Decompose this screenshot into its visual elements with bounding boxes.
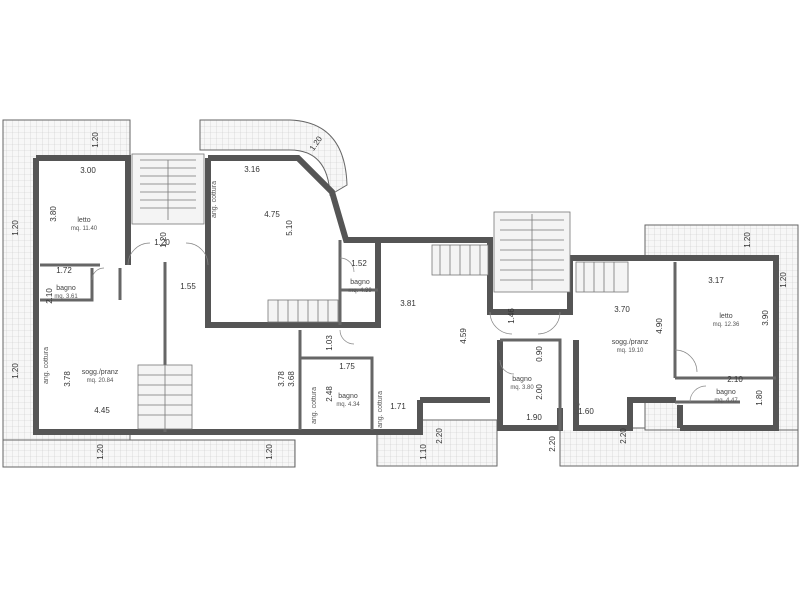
room-area-bagno-right: mq. 4.47 bbox=[714, 398, 738, 404]
dim-label: 1.52 bbox=[351, 259, 367, 268]
dim-label: 3.80 bbox=[49, 206, 58, 222]
dim-label: 1.90 bbox=[526, 413, 542, 422]
dim-label: 4.45 bbox=[94, 406, 110, 415]
dimension-labels-vertical: 1.20 3.80 1.20 2.10 1.20 5.10 1.03 2.48 … bbox=[11, 132, 788, 460]
room-name-bagno-left: bagno bbox=[56, 285, 76, 292]
dim-label: 1.20 bbox=[96, 444, 105, 460]
dim-label: 1.80 bbox=[755, 390, 764, 406]
room-labels: letto mq. 11.40 bagno mq. 3.61 sogg./pra… bbox=[54, 217, 740, 408]
dim-label: 3.90 bbox=[761, 310, 770, 326]
interior-floor bbox=[36, 158, 776, 432]
interior-walls bbox=[40, 240, 776, 432]
ang-cottura-label: ang. cottura bbox=[43, 347, 50, 384]
dim-label: 2.20 bbox=[435, 428, 444, 444]
room-name-bagno-center: bagno bbox=[338, 393, 358, 400]
dim-label: 1.55 bbox=[180, 282, 196, 291]
dim-label: 1.20 bbox=[779, 272, 788, 288]
room-area-bagno-upper: mq. 4.39 bbox=[348, 288, 372, 294]
dim-label: 1.20 bbox=[743, 232, 752, 248]
dim-label: 1.20 bbox=[154, 238, 170, 247]
room-area-bagno-left: mq. 3.61 bbox=[54, 294, 78, 300]
room-area-sogg-left: mq. 20.84 bbox=[87, 378, 114, 384]
dim-label: 2.10 bbox=[45, 288, 54, 304]
dim-label: 1.20 bbox=[265, 444, 274, 460]
dim-label: 2.00 bbox=[535, 384, 544, 400]
dim-label: 1.10 bbox=[419, 444, 428, 460]
dim-label: 3.70 bbox=[614, 305, 630, 314]
dim-label: 1.20 bbox=[11, 363, 20, 379]
ang-cottura-label: ang. cottura bbox=[377, 391, 384, 428]
dim-label: 1.46 bbox=[507, 308, 516, 324]
dim-label: 3.17 bbox=[708, 276, 724, 285]
ang-cottura-label: ang. cottura bbox=[573, 377, 580, 414]
dim-label: 3.78 bbox=[277, 371, 286, 387]
room-name-bagno-mid: bagno bbox=[512, 376, 532, 383]
dim-label: 1.03 bbox=[325, 335, 334, 351]
dim-label: 1.71 bbox=[390, 402, 406, 411]
room-name-letto-left: letto bbox=[77, 217, 90, 224]
room-area-sogg-right: mq. 19.10 bbox=[617, 348, 644, 354]
ang-cottura-label: ang. cottura bbox=[311, 387, 318, 424]
dim-label: 4.75 bbox=[264, 210, 280, 219]
dim-label: 1.72 bbox=[56, 266, 72, 275]
dimension-labels: 3.00 1.72 1.20 1.55 3.16 4.75 1.52 3.81 … bbox=[56, 165, 743, 422]
dim-label: 2.20 bbox=[548, 436, 557, 452]
kitchen-labels: ang. cottura ang. cottura ang. cottura a… bbox=[43, 181, 580, 428]
dim-label: 3.81 bbox=[400, 299, 416, 308]
dim-label: 1.20 bbox=[159, 232, 168, 248]
dim-label: 3.00 bbox=[80, 166, 96, 175]
dim-label: 3.78 bbox=[63, 371, 72, 387]
dim-label: 1.60 bbox=[578, 407, 594, 416]
door-swings bbox=[91, 242, 707, 403]
dim-label: 3.68 bbox=[287, 371, 296, 387]
dim-label: 1.75 bbox=[339, 362, 355, 371]
room-area-bagno-center: mq. 4.34 bbox=[336, 402, 360, 408]
dim-label: 1.20 bbox=[91, 132, 100, 148]
dim-label: 0.90 bbox=[535, 346, 544, 362]
dim-label: 2.10 bbox=[727, 375, 743, 384]
room-name-letto-right: letto bbox=[719, 313, 732, 320]
room-name-bagno-upper: bagno bbox=[350, 279, 370, 286]
dim-label: 2.48 bbox=[325, 386, 334, 402]
room-area-letto-left: mq. 11.40 bbox=[71, 226, 98, 232]
dim-label: 2.20 bbox=[619, 428, 628, 444]
room-area-bagno-mid: mq. 3.80 bbox=[510, 385, 534, 391]
room-name-sogg-right: sogg./pranz bbox=[612, 339, 649, 346]
staircases bbox=[131, 153, 629, 430]
room-name-sogg-left: sogg./pranz bbox=[82, 369, 119, 376]
dim-label: 1.20 bbox=[11, 220, 20, 236]
dim-label: 3.16 bbox=[244, 165, 260, 174]
room-name-bagno-right: bagno bbox=[716, 389, 736, 396]
ang-cottura-label: ang. cottura bbox=[211, 181, 218, 218]
dim-label: 4.90 bbox=[655, 318, 664, 334]
dim-label: 5.10 bbox=[285, 220, 294, 236]
dim-label: 4.59 bbox=[459, 328, 468, 344]
room-area-letto-right: mq. 12.36 bbox=[713, 322, 740, 328]
